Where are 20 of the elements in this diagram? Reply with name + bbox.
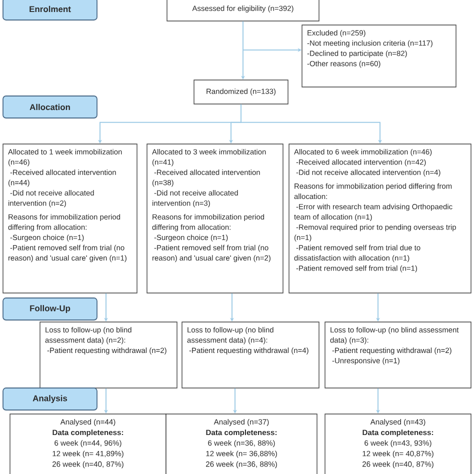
process-box	[182, 322, 320, 388]
section-label: Follow-Up	[30, 305, 70, 313]
section-label: Enrolment	[30, 6, 71, 12]
process-box	[302, 24, 456, 88]
process-box	[2, 144, 138, 294]
process-box	[166, 414, 318, 474]
process-box	[146, 144, 284, 294]
process-box	[288, 144, 472, 294]
process-box	[166, 0, 320, 22]
process-box	[324, 322, 472, 388]
stage-band	[2, 388, 98, 410]
process-box	[40, 322, 178, 388]
process-box	[10, 414, 166, 474]
stage-band	[2, 298, 98, 320]
process-box	[194, 80, 288, 104]
section-label: Allocation	[30, 104, 70, 110]
stage-band	[2, 96, 98, 118]
stage-band	[2, 0, 98, 20]
process-box	[324, 414, 472, 474]
section-label: Analysis	[32, 395, 68, 403]
